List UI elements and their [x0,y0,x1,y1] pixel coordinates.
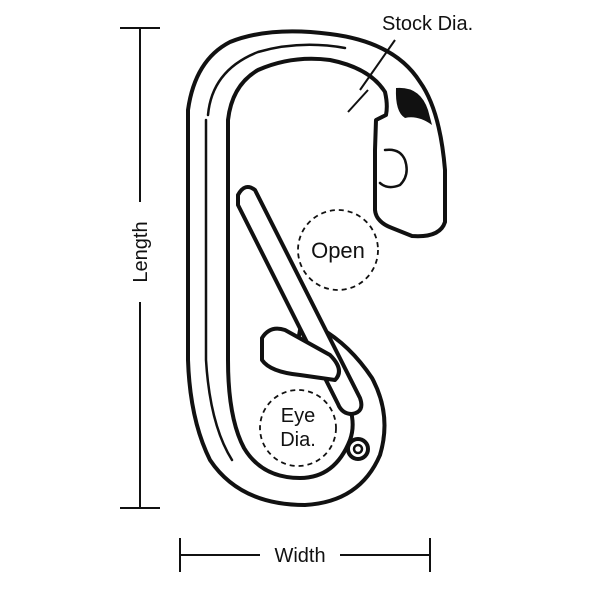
open-circle [297,209,379,291]
stock-dia-label: Stock Dia. [382,13,473,35]
hook-notch [378,148,408,189]
rivet [346,437,370,461]
gate-hinge-block [260,326,341,382]
rivet-center [352,443,364,455]
eye-indicator: Eye Dia. [259,389,337,467]
spine-highlight [206,43,347,117]
width-dimension: Width [179,538,431,572]
stock-dia-pointer [359,39,396,91]
length-dimension: Length [120,27,160,509]
eye-circle [259,389,337,467]
eye-label-line2: Dia. [280,429,316,451]
open-label: Open [311,238,365,263]
width-label: Width [274,545,325,567]
open-indicator: Open [297,209,379,291]
stock-dia-leader [347,89,369,113]
spine-inner-line [204,118,234,462]
carabiner-shape [186,29,447,507]
length-label: Length [130,221,152,282]
hook-shade [395,87,432,125]
eye-label-line1: Eye [281,405,315,427]
carabiner-body [186,29,447,507]
